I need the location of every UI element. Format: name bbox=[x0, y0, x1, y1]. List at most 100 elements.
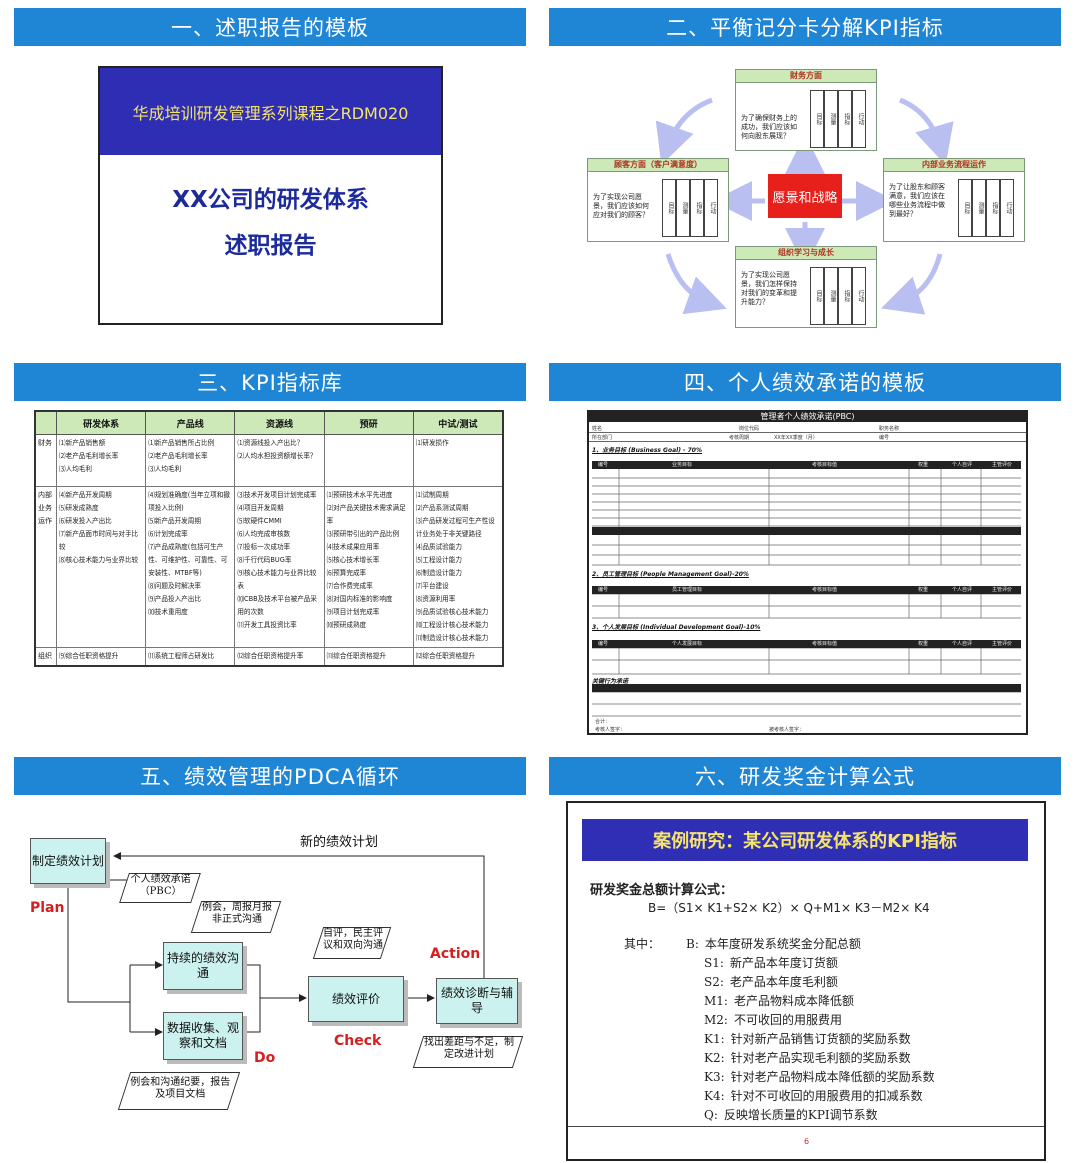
pdca-diagram: 制定绩效计划 新的绩效计划 个人绩效承诺（PBC） Plan 例会，周报月报非正… bbox=[0, 800, 540, 1160]
col-label: 测量 bbox=[824, 90, 838, 148]
card-learning-growth-title: 组织学习与成长 bbox=[736, 247, 876, 260]
bonus-definition: K1:针对新产品销售订货额的奖励系数 bbox=[704, 1030, 911, 1047]
pbc-people-header: 编号 员工管理目标 考核目标值 权重 个人自评 主管评价 bbox=[592, 586, 1021, 594]
card-customer: 顾客方面（客户满意度） 为了实现公司愿景，我们应该如何应对我们的顾客？ 目标 测… bbox=[587, 158, 729, 242]
kpi-item: ⑵人均水担投资额增长率？ bbox=[237, 452, 317, 460]
kpi-item: ⑼产品投入产出比 bbox=[148, 595, 201, 603]
bonus-formula: B=（S1× K1+S2× K2）× Q+M1× K3－M2× K4 bbox=[648, 901, 930, 915]
col-label: 测量 bbox=[676, 179, 690, 237]
bonus-definition-key: Q: bbox=[704, 1108, 718, 1122]
col-label: 行动 bbox=[704, 179, 718, 237]
bonus-definition: K4: 针对不可收回的用服费用的扣减系数 bbox=[704, 1087, 923, 1104]
kpi-item: ⑷品质试验能力 bbox=[415, 543, 462, 551]
pbc-section-individual: 3、个人发展目标 (Individual Development Goal)-1… bbox=[592, 624, 761, 631]
kpi-cell: ⑷规划准确度(当年立项和撤项投入比例)⑸新产品开发周期⑹计划完成率⑺产品成熟度(… bbox=[145, 486, 236, 648]
col-label: 指标 bbox=[838, 267, 852, 325]
pdca-check-label: Check bbox=[334, 1033, 382, 1049]
kpi-cell: ⑴试制周期⑵产品系测试周期⑶产品研发过程可生产性设计业务处于非关键路径⑷品质试验… bbox=[412, 486, 504, 648]
pbc-form: 管理者个人绩效承诺(PBC) 姓名 岗位代码 职务名称 所在部门 考核周期 XX… bbox=[587, 410, 1028, 735]
pbc-section-behavior: 关键行为承诺 bbox=[592, 678, 629, 685]
pdca-connectors bbox=[67, 852, 485, 1036]
banner-kpi-library: 三、KPI指标库 bbox=[14, 363, 526, 401]
card-financial: 财务方面 为了确保财务上的成功，我们应该如何向股东展现？ 目标 测量 指标 行动 bbox=[735, 69, 877, 151]
bonus-definition-value: 针对不可收回的用服费用的扣减系数 bbox=[730, 1089, 923, 1103]
kpi-item: ⑽预研成熟度 bbox=[326, 621, 367, 629]
pbc-title: 管理者个人绩效承诺(PBC) bbox=[589, 412, 1026, 422]
kpi-cell: ⑴新产品销售额⑵老产品毛利增长率⑶人均毛利 bbox=[56, 434, 147, 487]
pbc-col-target: 考核目标值 bbox=[812, 462, 838, 468]
kpi-item: ⑸研发成熟度 bbox=[59, 504, 99, 512]
bonus-definition-value: 不可收回的用服费用 bbox=[733, 1013, 842, 1027]
bonus-definition-key: K3: bbox=[704, 1070, 725, 1084]
pbc-individual-header: 编号 个人发展目标 考核目标值 权重 个人自评 主管评价 bbox=[592, 640, 1021, 648]
banner-pdca-cycle: 五、绩效管理的PDCA循环 bbox=[14, 757, 526, 795]
bonus-definition: K3:针对老产品物料成本降低额的奖励系数 bbox=[704, 1068, 935, 1085]
kpi-item: ⑶预研带引出的产品比例 bbox=[326, 530, 400, 538]
kpi-item: ⑼品质试验核心技术能力 bbox=[415, 608, 489, 616]
kpi-cell: ⑶技术开发项目计划完成率⑷项目开发周期⑸软硬件CMMI⑹人均完成审核数⑺投标一次… bbox=[234, 486, 325, 648]
bonus-slide-header: 案例研究：某公司研发体系的KPI指标 bbox=[582, 819, 1028, 861]
kpi-item: ⑽技术重用度 bbox=[148, 608, 188, 616]
card-learning-growth-question: 为了实现公司愿景，我们怎样保持对我们的变革和提升能力？ bbox=[741, 271, 797, 306]
kpi-item: ⑷新产品开发周期 bbox=[59, 491, 112, 499]
banner-pbc-template: 四、个人绩效承诺的模板 bbox=[549, 363, 1061, 401]
kpi-item: ⑺合作费完成率 bbox=[326, 582, 373, 590]
kpi-item: ⑼项目计划完成率 bbox=[326, 608, 380, 616]
kpi-item: ⑵对产品关键技术需求满足率 bbox=[326, 504, 406, 525]
kpi-item: ⑶产品研发过程可生产性设计业务处于非关键路径 bbox=[415, 517, 495, 538]
scorecard-diagram: 财务方面 为了确保财务上的成功，我们应该如何向股东展现？ 目标 测量 指标 行动… bbox=[580, 62, 1040, 362]
kpi-item: ⑿综合任职资格提升 bbox=[415, 652, 476, 660]
kpi-item: ⑻问题及时解决率 bbox=[148, 582, 201, 590]
kpi-item: ⑴试制周期 bbox=[415, 491, 449, 499]
kpi-cell: ⑴预研技术水平先进度⑵对产品关键技术需求满足率⑶预研带引出的产品比例⑷技术成果应… bbox=[323, 486, 414, 648]
pbc-col-goal: 业务目标 bbox=[672, 462, 693, 468]
kpi-table-header-row: 研发体系 产品线 资源线 预研 中试/测试 bbox=[34, 410, 504, 435]
kpi-header-cell: 中试/测试 bbox=[412, 410, 504, 435]
bonus-definition-key: K1: bbox=[704, 1032, 725, 1046]
bonus-formula-title: 研发奖金总额计算公式： bbox=[590, 883, 734, 898]
pbc-col-no: 编号 bbox=[598, 462, 609, 468]
col-label: 行动 bbox=[852, 90, 866, 148]
kpi-cell: ⑴资源线投入产出比？⑵人均水担投资额增长率？ bbox=[234, 434, 325, 487]
card-financial-question: 为了确保财务上的成功，我们应该如何向股东展现？ bbox=[741, 114, 797, 140]
pdca-pbc-note-text: 个人绩效承诺（PBC） bbox=[130, 874, 191, 897]
kpi-item: ⑺投标一次成功率 bbox=[237, 543, 291, 551]
pdca-sync-note-text: 例会，周报月报非正式沟通 bbox=[201, 902, 272, 925]
kpi-library-table: 研发体系 产品线 资源线 预研 中试/测试 财务⑴新产品销售额⑵老产品毛利增长率… bbox=[34, 410, 504, 667]
pdca-sync-note: 例会，周报月报非正式沟通 bbox=[190, 901, 282, 933]
col-label: 指标 bbox=[690, 179, 704, 237]
bonus-definition-key: K4: bbox=[704, 1089, 725, 1103]
pdca-new-plan-label: 新的绩效计划 bbox=[300, 835, 379, 850]
card-internal-process-question: 为了让股东和顾客满意，我们应该在哪些业务流程中做到最好？ bbox=[889, 183, 945, 218]
kpi-cell: ⑿综合任职资格提升 bbox=[412, 647, 504, 667]
pdca-docs-note-text: 例会和沟通纪要，报告及项目文档 bbox=[130, 1077, 231, 1100]
bonus-definition-value: 新产品本年度订货额 bbox=[729, 956, 838, 970]
kpi-item: ⑿综合任职资格提升率 bbox=[237, 652, 304, 660]
kpi-header-cell: 资源线 bbox=[234, 410, 325, 435]
pbc-total: 合计： bbox=[595, 719, 611, 725]
pbc-info-title: 职务名称 bbox=[879, 426, 900, 432]
bonus-definition-key: S2: bbox=[704, 975, 724, 989]
kpi-item: ⑻资源利用率 bbox=[415, 595, 456, 603]
pbc-info-number: 编号 bbox=[879, 435, 890, 441]
kpi-cell bbox=[323, 434, 414, 487]
kpi-header-cell: 研发体系 bbox=[56, 410, 147, 435]
scorecard-arrows bbox=[655, 97, 954, 315]
kpi-item: ⑺新产品面市时间与对手比较 bbox=[59, 530, 139, 551]
col-label: 行动 bbox=[1000, 179, 1014, 237]
card-customer-question: 为了实现公司愿景，我们应该如何应对我们的顾客？ bbox=[593, 193, 649, 219]
pdca-gap-note-text: 找出差距与不足，制定改进计划 bbox=[423, 1037, 514, 1060]
pbc-col-self: 个人自评 bbox=[952, 462, 973, 468]
report-slide-header: 华成培训研发管理系列课程之RDM020 bbox=[100, 68, 441, 155]
pbc-info-position: 岗位代码 bbox=[739, 426, 760, 432]
card-internal-process: 内部业务流程运作 为了让股东和顾客满意，我们应该在哪些业务流程中做到最好？ 目标… bbox=[883, 158, 1025, 242]
pbc-col-weight: 权重 bbox=[918, 462, 929, 468]
card-learning-growth: 组织学习与成长 为了实现公司愿景，我们怎样保持对我们的变革和提升能力？ 目标 测… bbox=[735, 246, 877, 328]
kpi-item: ⑸核心技术增长率 bbox=[326, 556, 380, 564]
kpi-item: ⑾综合任职资格提升 bbox=[326, 652, 386, 660]
kpi-item: ⑷项目开发周期 bbox=[237, 504, 284, 512]
bonus-page-number: 6 bbox=[804, 1137, 810, 1146]
pbc-business-header: 编号 业务目标 考核目标值 权重 个人自评 主管评价 bbox=[592, 461, 1021, 469]
pdca-plan-box: 制定绩效计划 bbox=[30, 838, 106, 884]
pdca-pbc-note: 个人绩效承诺（PBC） bbox=[119, 873, 201, 903]
